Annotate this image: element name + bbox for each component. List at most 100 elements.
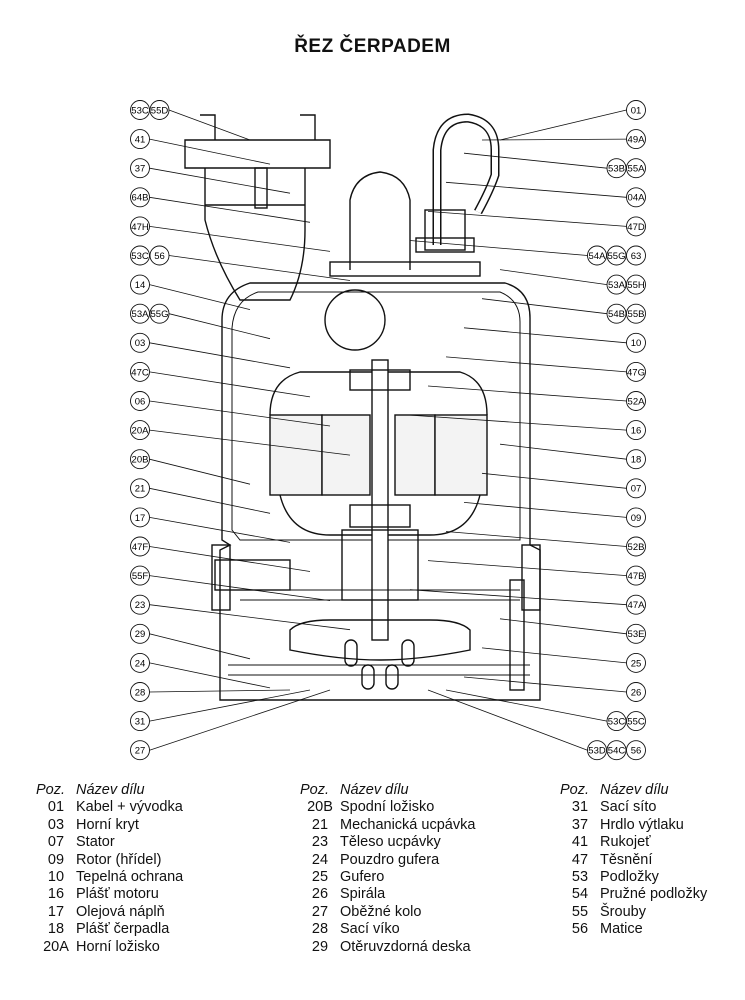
callout-label: 47H — [131, 222, 149, 233]
legend-part-name: Horní ložisko — [76, 938, 160, 955]
callout-label: 64B — [132, 193, 149, 204]
leader-line — [168, 109, 251, 141]
callout-label: 49A — [628, 135, 646, 146]
callout-label: 55F — [132, 571, 149, 582]
outer-casing — [219, 282, 541, 701]
callout-label: 09 — [631, 513, 642, 524]
callout-03: 03 — [130, 332, 150, 353]
legend-header: Poz.Název dílu — [36, 782, 183, 799]
leader-lines — [149, 109, 627, 751]
leader-line — [499, 618, 627, 635]
callout-circle — [626, 594, 646, 615]
callout-circle — [626, 536, 646, 557]
callout-circle — [130, 623, 150, 644]
callout-27: 27 — [130, 740, 150, 761]
legend-header-poz: Poz. — [300, 782, 330, 798]
legend-header-name: Název dílu — [340, 782, 409, 798]
callout-52B: 52B — [626, 536, 646, 557]
callout-label: 20B — [132, 455, 149, 466]
leader-line — [168, 255, 351, 281]
callout-circle — [626, 711, 646, 732]
callout-21: 21 — [130, 478, 150, 499]
callout-label: 55G — [608, 251, 626, 262]
leader-line — [427, 211, 627, 227]
callout-47C: 47C — [130, 361, 150, 382]
legend-part-name: Oběžné kolo — [340, 903, 422, 920]
callout-label: 53C — [131, 105, 149, 116]
leader-line — [481, 138, 627, 141]
leader-line — [445, 531, 627, 547]
callout-circle — [130, 478, 150, 499]
callout-circle — [130, 216, 150, 237]
callout-20A: 20A — [130, 420, 150, 441]
legend-part-name: Plášť čerpadla — [76, 921, 170, 938]
legend-poz: 21 — [311, 816, 329, 833]
callout-label: 54C — [608, 746, 626, 757]
callout-47A: 47A — [626, 594, 646, 615]
legend-part-name: Těleso ucpávky — [340, 834, 441, 851]
leader-line — [149, 575, 331, 601]
callout-14: 14 — [130, 274, 150, 295]
callout-47F: 47F — [130, 536, 150, 557]
leader-line — [149, 138, 271, 165]
callout-label: 03 — [135, 338, 146, 349]
callout-47D: 47D — [626, 216, 646, 237]
leader-line — [409, 414, 627, 431]
legend-part-name: Rukojeť — [600, 834, 651, 851]
cap-base — [329, 261, 481, 277]
leader-line — [499, 443, 627, 460]
callout-41: 41 — [130, 129, 150, 150]
callout-circle — [626, 652, 646, 673]
leader-line — [149, 167, 291, 194]
callout-04A: 04A — [626, 187, 646, 208]
callout-circle — [130, 507, 150, 528]
callout-label: 14 — [135, 280, 146, 291]
legend-part-name: Olejová náplň — [76, 903, 165, 920]
leader-line — [149, 429, 351, 456]
winding-right — [434, 414, 488, 496]
callout-circle — [130, 158, 150, 179]
legend-row: 18 Plášť čerpadla — [36, 921, 183, 938]
callout-07: 07 — [626, 478, 646, 499]
callout-29: 29 — [130, 623, 150, 644]
legend-part-name: Horní kryt — [76, 816, 139, 833]
callout-label: 54B — [608, 309, 625, 320]
legend-poz: 23 — [311, 834, 329, 851]
callout-label: 26 — [631, 687, 642, 698]
callout-label: 53D — [588, 746, 606, 757]
callout-label: 27 — [135, 746, 146, 757]
callout-01: 01 — [626, 100, 646, 120]
callout-label: 55D — [151, 105, 169, 116]
leader-line — [168, 313, 271, 340]
callout-label: 01 — [631, 105, 642, 116]
legend-poz: 41 — [571, 834, 589, 851]
callout-06: 06 — [130, 391, 150, 411]
leader-line — [149, 689, 331, 751]
legend-poz: 18 — [47, 921, 65, 938]
legend-poz: 20B — [307, 799, 333, 816]
callout-24: 24 — [130, 652, 150, 673]
callout-circle — [626, 391, 646, 411]
callout-label: 53B — [608, 164, 625, 175]
leader-line — [463, 502, 627, 518]
callout-circle — [130, 449, 150, 470]
legend-part-name: Stator — [76, 834, 115, 851]
callout-circle — [130, 536, 150, 557]
callout-label: 21 — [135, 484, 146, 495]
legend-part-name: Podložky — [600, 869, 659, 886]
winding-left — [269, 414, 323, 496]
callout-circle — [626, 420, 646, 441]
